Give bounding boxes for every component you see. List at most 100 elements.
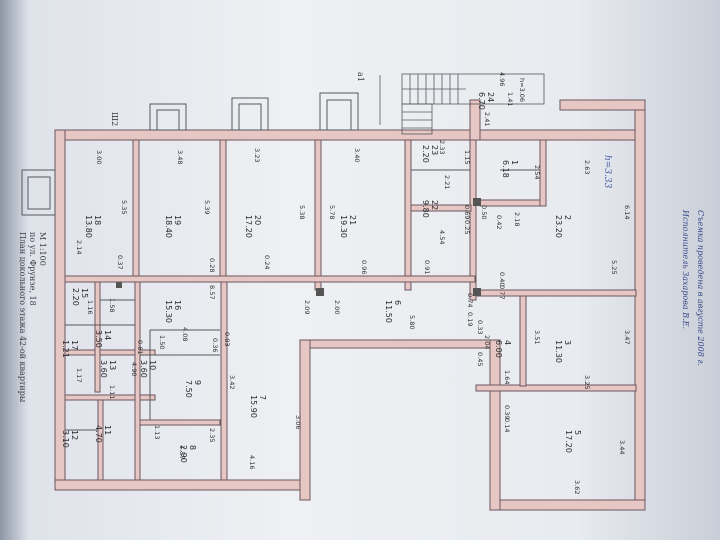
dim-label: 5.35 [120, 200, 128, 214]
dim-label: 2.33 [438, 140, 446, 154]
dim-label: 3.40 [353, 148, 361, 162]
dim-label: 3.00 [95, 150, 103, 164]
svg-text:6.70: 6.70 [477, 92, 486, 110]
dim-label: 1.15 [463, 150, 471, 164]
svg-text:17.20: 17.20 [244, 215, 253, 238]
svg-text:12: 12 [70, 430, 79, 440]
room-label-9: 97.50 [184, 380, 202, 398]
dim-label: 2.35 [208, 428, 216, 442]
svg-text:3: 3 [563, 340, 572, 345]
svg-text:15.30: 15.30 [164, 300, 173, 323]
svg-text:19: 19 [173, 215, 182, 225]
dimension-labels: 3.00 3.48 3.23 3.40 2.33 2.41 1.15 4.96 … [75, 72, 631, 494]
dim-label: 4.54 [438, 230, 446, 244]
svg-text:24: 24 [486, 92, 495, 102]
svg-text:3.10: 3.10 [61, 430, 70, 448]
svg-text:2.20: 2.20 [421, 145, 430, 163]
room-label-12: 123.10 [61, 430, 79, 448]
survey-date: Съемка проведена в августе 2008 г. [696, 210, 705, 366]
dim-label: 0.96 [360, 260, 368, 274]
plan-address: по ул. Фрунзе, 18 [28, 232, 37, 306]
dim-label: 0.91 [423, 260, 431, 274]
svg-text:19.30: 19.30 [339, 215, 348, 238]
dim-label: 5.78 [328, 205, 336, 219]
dim-label: 1.16 [86, 300, 94, 314]
title-block: План цокольного этажа 42-ой квартиры по … [18, 232, 47, 403]
svg-text:7: 7 [258, 395, 267, 400]
dim-label: 3.25 [583, 375, 591, 389]
dim-label: 0.28 [208, 258, 216, 272]
svg-text:6: 6 [393, 300, 402, 305]
svg-text:9: 9 [193, 380, 202, 385]
svg-text:9.80: 9.80 [421, 200, 430, 218]
room-label-4: 46.00 [494, 340, 512, 358]
dim-label: 3.42 [228, 375, 236, 389]
dim-label: 3.62 [573, 480, 581, 494]
dim-label: 3.44 [618, 440, 626, 454]
room-labels: 16.18 223.20 311.30 46.00 517.20 611.50 … [61, 92, 582, 463]
svg-text:20: 20 [253, 215, 262, 225]
dim-label: 4.96 [498, 72, 506, 86]
axis-marker-b: Ш2 [110, 112, 119, 126]
svg-text:13.80: 13.80 [84, 215, 93, 238]
dim-label: 4.90 [130, 362, 138, 376]
svg-text:5: 5 [573, 430, 582, 435]
svg-text:2.20: 2.20 [71, 288, 80, 306]
svg-text:6.00: 6.00 [494, 340, 503, 358]
dim-label: 5.39 [203, 200, 211, 214]
dim-label: 4.08 [181, 327, 189, 341]
dim-label: 3.51 [533, 330, 541, 344]
dim-label: 4.16 [248, 455, 256, 469]
dim-label: 5.38 [298, 205, 306, 219]
dim-label: 6.14 [623, 205, 631, 219]
svg-text:15.90: 15.90 [249, 395, 258, 418]
room-label-22: 229.80 [421, 200, 439, 218]
dim-label: 1.64 [503, 370, 511, 384]
dim-label: h=3.06 [518, 78, 526, 102]
room-label-17: 171.21 [61, 340, 79, 358]
dim-label: 1.57 [178, 445, 186, 459]
dim-label: 2.54 [533, 165, 541, 179]
plan-scale: М 1:100 [38, 232, 47, 266]
dim-label: 0.25 [463, 220, 471, 234]
svg-text:3.60: 3.60 [139, 360, 148, 378]
svg-text:21: 21 [348, 215, 357, 225]
window-bays [21, 92, 359, 216]
room-label-23: 232.20 [421, 145, 439, 163]
svg-text:23: 23 [430, 145, 439, 155]
room-label-1: 16.18 [501, 160, 519, 178]
svg-text:3.60: 3.60 [99, 360, 108, 378]
room-label-11: 114.70 [94, 425, 112, 443]
dim-label: 5.80 [408, 315, 416, 329]
dim-label: 2.14 [75, 240, 83, 254]
svg-text:1: 1 [510, 160, 519, 165]
pillars [116, 198, 481, 296]
svg-text:17.20: 17.20 [564, 430, 573, 453]
dim-label: 2.18 [513, 212, 521, 226]
svg-text:14: 14 [103, 330, 112, 340]
interior-walls [64, 139, 637, 481]
dim-label: 0.33 [476, 320, 484, 334]
svg-text:18.40: 18.40 [164, 215, 173, 238]
dim-label: 0.61 [136, 340, 144, 354]
outer-walls [54, 99, 646, 511]
svg-text:4.70: 4.70 [94, 425, 103, 443]
svg-text:11: 11 [103, 425, 112, 435]
dim-label: 3.06 [294, 415, 302, 429]
axis-marker-a: а1 [356, 72, 365, 82]
dim-label: 3.48 [176, 150, 184, 164]
dim-label: 0.74 [466, 293, 474, 307]
svg-text:7.50: 7.50 [184, 380, 193, 398]
dim-label: 1.11 [108, 385, 116, 399]
room-label-8: 82.90 [179, 445, 197, 463]
svg-text:16: 16 [173, 300, 182, 310]
dim-label: 2.00 [333, 300, 341, 314]
executor-signature: Исполнитель Захарова В.Е. [681, 209, 690, 329]
dim-label: 2.04 [483, 335, 491, 349]
dim-label: 0.14 [503, 418, 511, 432]
